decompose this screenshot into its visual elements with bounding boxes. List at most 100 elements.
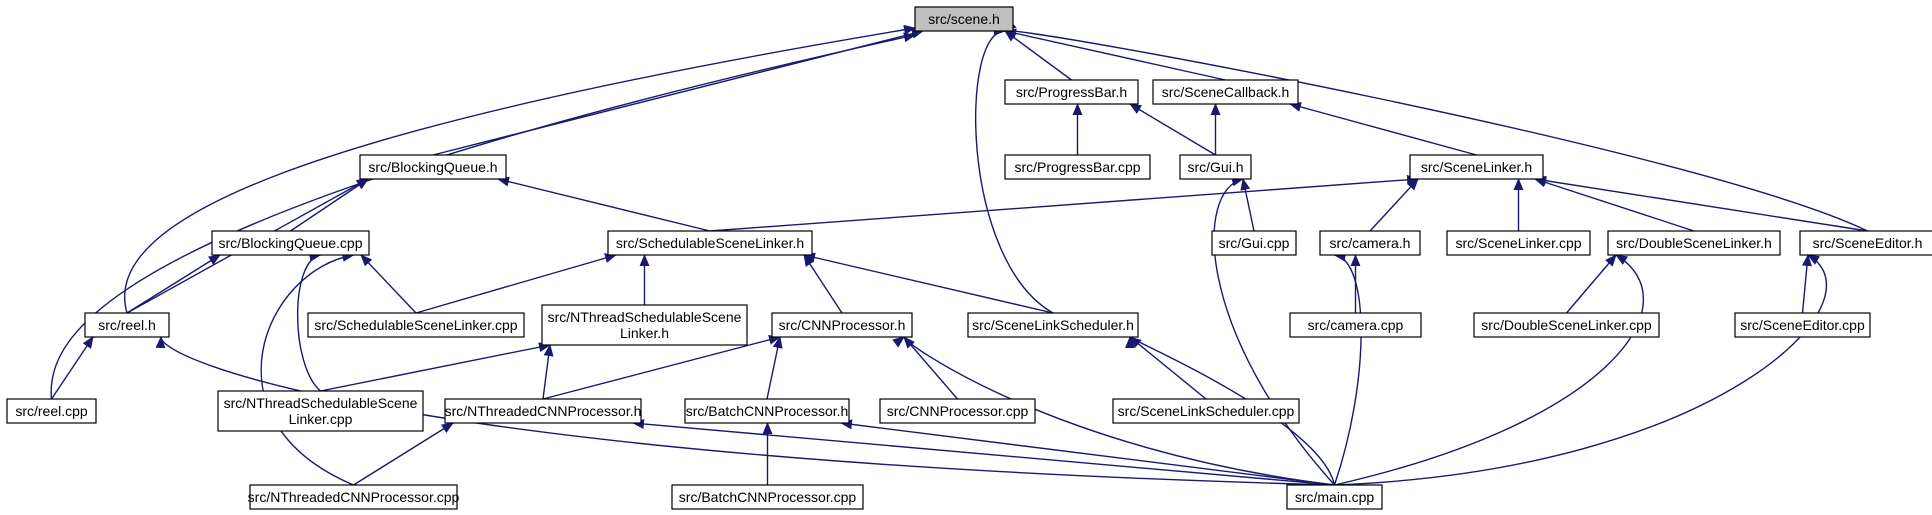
node-box [1734,312,1871,338]
edge-reel-cpp-to-scene-h [50,32,916,400]
node-schedulablescenelinker-cpp[interactable]: src/SchedulableSceneLinker.cpp [307,312,525,338]
node-reel-cpp[interactable]: src/reel.cpp [6,398,97,424]
node-cnnprocessor-h[interactable]: src/CNNProcessor.h [771,312,913,338]
edge-main-cpp-to-nthreadedcnn-h [632,418,1335,486]
edge-scenecallback-h-to-scene-h [1004,28,1226,81]
node-box [217,390,424,432]
edge-doublescenelinker-cpp-to-doublescenelinker-h [1565,254,1617,314]
edge-main-cpp-to-scenelinkscheduler-h [1125,336,1336,486]
node-label: src/reel.h [98,317,156,333]
node-label: src/ProgressBar.h [1016,84,1127,100]
edge-batchcnn-h-to-cnnprocessor-h [766,336,783,400]
node-box [84,312,170,338]
edge-nthreadedcnn-cpp-to-blockingqueue-cpp [260,251,355,486]
node-label: src/SchedulableSceneLinker.cpp [314,317,517,333]
node-box [1446,230,1591,256]
node-label: Linker.cpp [289,411,353,427]
node-label: src/BlockingQueue.cpp [219,235,363,251]
edge-sceneeditor-h-to-scene-h [1004,20,1868,232]
node-progressbar-cpp[interactable]: src/ProgressBar.cpp [1004,154,1151,180]
node-box [1211,230,1297,256]
node-schedulablescenelinker-h[interactable]: src/SchedulableSceneLinker.h [607,230,813,256]
node-label: src/NThreadSchedulableScene [224,395,418,411]
edge-cnnprocessor-h-to-schedulablescenelinker-h [803,254,843,314]
nodes: src/scene.h src/ProgressBar.h src/SceneCal… [6,6,1932,510]
node-label: src/reel.cpp [15,403,88,419]
node-scenelinkscheduler-h[interactable]: src/SceneLinkScheduler.h [967,312,1139,338]
edge-reel-cpp-to-reel-h [50,336,94,400]
node-box [684,398,850,424]
edge-scenelinkscheduler-h-to-scene-h [974,25,1054,314]
node-label: src/camera.h [1330,235,1411,251]
node-box [879,398,1036,424]
node-sceneeditor-cpp[interactable]: src/SceneEditor.cpp [1734,312,1871,338]
node-box [249,484,458,510]
node-label: src/SchedulableSceneLinker.h [616,235,804,251]
edge-main-cpp-to-camera-h [1333,251,1362,486]
edge-camera-h-to-scenelinker-h [1369,178,1419,232]
edge-scenelinkscheduler-cpp-to-scenelinkscheduler-h [1129,336,1207,400]
node-label: src/SceneEditor.h [1813,235,1923,251]
node-scenecallback-h[interactable]: src/SceneCallback.h [1152,79,1299,105]
edge-reel-h-to-blockingqueue-cpp [126,254,221,314]
node-box [1409,154,1544,180]
node-box [1319,230,1421,256]
node-doublescenelinker-cpp[interactable]: src/DoubleSceneLinker.cpp [1473,312,1660,338]
node-gui-cpp[interactable]: src/Gui.cpp [1211,230,1297,256]
node-cnnprocessor-cpp[interactable]: src/CNNProcessor.cpp [879,398,1036,424]
node-label: Linker.h [620,325,669,341]
node-label: src/SceneEditor.cpp [1740,317,1865,333]
node-box [1289,312,1422,338]
node-blockingqueue-h[interactable]: src/BlockingQueue.h [359,154,507,180]
node-label: src/BatchCNNProcessor.cpp [679,489,857,505]
node-box [1152,79,1299,105]
edge-main-cpp-to-gui-h [1213,176,1336,486]
node-label: src/SceneLinker.cpp [1455,235,1581,251]
node-label: src/Gui.cpp [1219,235,1290,251]
node-label: src/ProgressBar.cpp [1014,159,1140,175]
edge-main-cpp-to-sceneeditor-h [1334,254,1828,486]
node-doublescenelinker-h[interactable]: src/DoubleSceneLinker.h [1607,230,1781,256]
node-box [1799,230,1932,256]
edge-gui-h-to-progressbar-h [1129,103,1216,156]
node-box [1004,79,1139,105]
node-gui-h[interactable]: src/Gui.h [1179,154,1252,180]
node-label: src/SceneLinkScheduler.cpp [1118,403,1295,419]
node-label: src/BatchCNNProcessor.h [686,403,849,419]
node-blockingqueue-cpp[interactable]: src/BlockingQueue.cpp [211,230,370,256]
node-scene-h[interactable]: src/scene.h [914,6,1014,32]
node-scenelinkscheduler-cpp[interactable]: src/SceneLinkScheduler.cpp [1112,398,1300,424]
node-box [307,312,525,338]
node-box [444,398,642,424]
node-box [541,304,748,346]
node-camera-h[interactable]: src/camera.h [1319,230,1421,256]
node-batchcnn-cpp[interactable]: src/BatchCNNProcessor.cpp [671,484,864,510]
node-nthreadedcnn-cpp[interactable]: src/NThreadedCNNProcessor.cpp [248,484,460,510]
node-label: src/camera.cpp [1308,317,1404,333]
node-label: src/main.cpp [1295,489,1375,505]
edge-nthreadedcnn-cpp-to-nthreadedcnn-h [353,422,454,486]
node-scenelinker-cpp[interactable]: src/SceneLinker.cpp [1446,230,1591,256]
edge-reel-h-to-scene-h [123,24,916,314]
node-box [607,230,813,256]
node-progressbar-h[interactable]: src/ProgressBar.h [1004,79,1139,105]
node-label: src/CNNProcessor.cpp [887,403,1029,419]
node-box [1112,398,1300,424]
edge-scenelinkscheduler-h-to-schedulablescenelinker-h [803,252,1054,314]
node-main-cpp[interactable]: src/main.cpp [1286,484,1383,510]
node-box [1004,154,1151,180]
node-nthreadedcnn-h[interactable]: src/NThreadedCNNProcessor.h [444,398,642,424]
edge-doublescenelinker-h-to-scenelinker-h [1534,177,1695,232]
node-scenelinker-h[interactable]: src/SceneLinker.h [1409,154,1544,180]
node-reel-h[interactable]: src/reel.h [84,312,170,338]
node-box [914,6,1014,32]
node-box [211,230,370,256]
node-label: src/BlockingQueue.h [368,159,497,175]
node-batchcnn-h[interactable]: src/BatchCNNProcessor.h [684,398,850,424]
node-box [771,312,913,338]
edge-main-cpp-to-batchcnn-h [840,419,1335,486]
node-camera-cpp[interactable]: src/camera.cpp [1289,312,1422,338]
node-sceneeditor-h[interactable]: src/SceneEditor.h [1799,230,1932,256]
